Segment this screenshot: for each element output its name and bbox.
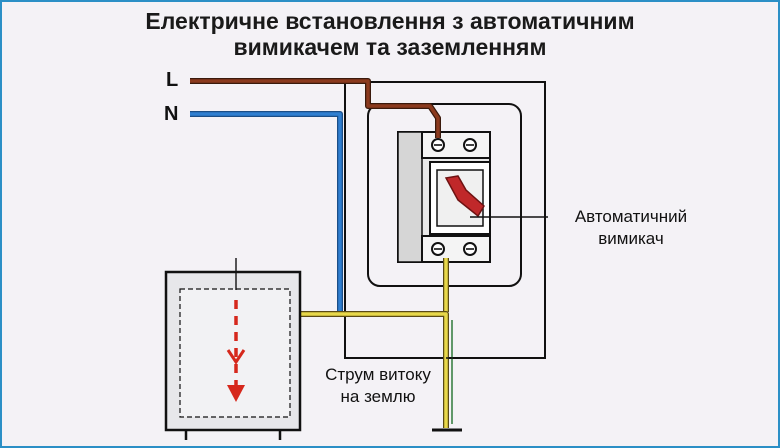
arrow-chevron-icon [226, 349, 246, 365]
neutral-wire-label: N [164, 103, 179, 125]
line-wire [190, 79, 440, 138]
circuit-breaker [397, 131, 491, 263]
breaker-label: Автоматичний вимикач [557, 206, 705, 250]
leak-label-line-2: на землю [340, 387, 416, 406]
appliance-box [164, 270, 302, 440]
breaker-side-panel [397, 131, 423, 263]
leak-label-line-1: Струм витоку [325, 365, 431, 384]
diagram-title: Електричне встановлення з автоматичним в… [0, 8, 780, 60]
leak-current-label: Струм витоку на землю [304, 364, 452, 408]
breaker-lever-icon [444, 175, 485, 218]
breaker-label-line-2: вимикач [598, 229, 664, 248]
title-line-1: Електричне встановлення з автоматичним [145, 8, 635, 34]
line-wire-label: L [166, 69, 179, 91]
arrow-head-icon [227, 385, 245, 402]
ground-wire [300, 312, 448, 428]
breaker-label-line-1: Автоматичний [574, 207, 688, 226]
breaker-top-terminal-block [421, 131, 491, 159]
title-line-2: вимикачем та заземленням [233, 34, 547, 60]
neutral-wire [190, 112, 342, 312]
